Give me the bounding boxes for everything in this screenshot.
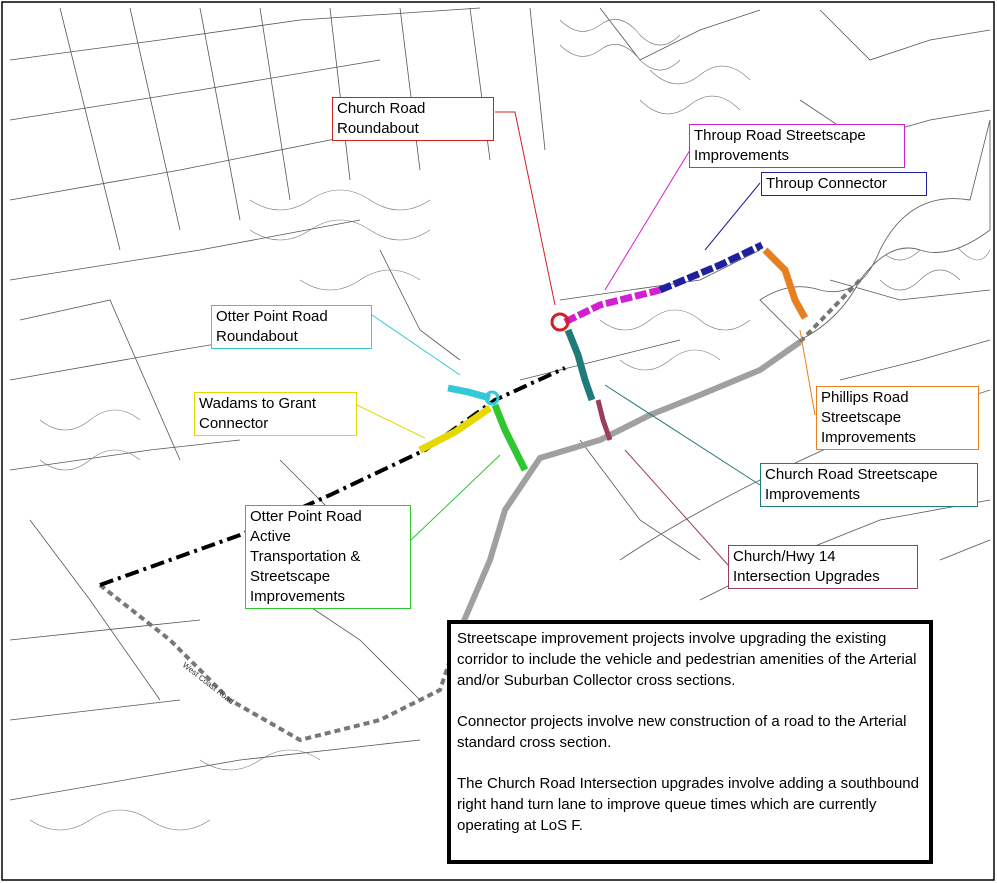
east-dashed-corridor: [798, 278, 862, 344]
label-line: Improvements: [250, 588, 346, 605]
label-church-streetscape: Church Road Streetscape Improvements: [760, 463, 978, 507]
label-phillips-road: Phillips Road Streetscape Improvements: [816, 386, 979, 450]
note-intersection: The Church Road Intersection upgrades in…: [457, 775, 919, 834]
label-line: Church/Hwy 14: [733, 548, 836, 565]
label-line: Improvements: [765, 486, 861, 503]
label-line: Roundabout: [337, 120, 419, 137]
note-connector: Connector projects involve new construct…: [457, 713, 907, 751]
label-church-roundabout: Church Road Roundabout: [332, 97, 494, 141]
label-wadams-grant: Wadams to Grant Connector: [194, 392, 357, 436]
label-line: Roundabout: [216, 328, 298, 345]
leader-lines: [356, 111, 816, 566]
label-line: Throup Connector: [766, 175, 887, 192]
label-line: Transportation &: [250, 548, 361, 565]
inlet-shoreline: [759, 119, 991, 341]
label-line: Improvements: [821, 429, 917, 446]
label-line: Intersection Upgrades: [733, 568, 880, 585]
label-otter-roundabout: Otter Point Road Roundabout: [211, 305, 372, 349]
note-streetscape: Streetscape improvement projects involve…: [457, 630, 917, 689]
label-line: Church Road: [337, 100, 426, 117]
label-otter-active: Otter Point Road Active Transportation &…: [245, 505, 411, 609]
label-line: Improvements: [694, 147, 790, 164]
label-line: Active: [250, 528, 291, 545]
highway-14: [457, 339, 802, 632]
label-line: Church Road Streetscape: [765, 466, 938, 483]
church-roundabout-circle: [550, 312, 570, 332]
notes-box: Streetscape improvement projects involve…: [447, 620, 933, 864]
otter-roundabout-approach: [447, 384, 491, 402]
throup-connector-segment: [658, 241, 764, 294]
label-line: Phillips Road: [821, 389, 909, 406]
label-line: Wadams to Grant: [199, 395, 316, 412]
label-line: Streetscape: [250, 568, 331, 585]
west-coast-road-dashed: [98, 583, 462, 743]
label-line: Otter Point Road: [250, 508, 362, 525]
wadams-grant-connector: [418, 405, 492, 454]
throup-streetscape-segment: [563, 286, 661, 326]
label-line: Streetscape: [821, 409, 902, 426]
label-line: Throup Road Streetscape: [694, 127, 866, 144]
label-throup-streetscape: Throup Road Streetscape Improvements: [689, 124, 905, 168]
label-church-hwy: Church/Hwy 14 Intersection Upgrades: [728, 545, 918, 589]
otter-roundabout-circle: [484, 390, 500, 406]
label-throup-connector: Throup Connector: [761, 172, 927, 196]
otter-active-green: [491, 403, 529, 472]
otter-point-road-active: [99, 366, 566, 587]
street-label: West Coast Road: [181, 660, 236, 706]
label-line: Connector: [199, 415, 269, 432]
church-hwy-segment: [595, 399, 613, 441]
label-line: Otter Point Road: [216, 308, 328, 325]
phillips-road-segment: [762, 247, 809, 320]
church-road-streetscape-segment: [564, 328, 596, 402]
